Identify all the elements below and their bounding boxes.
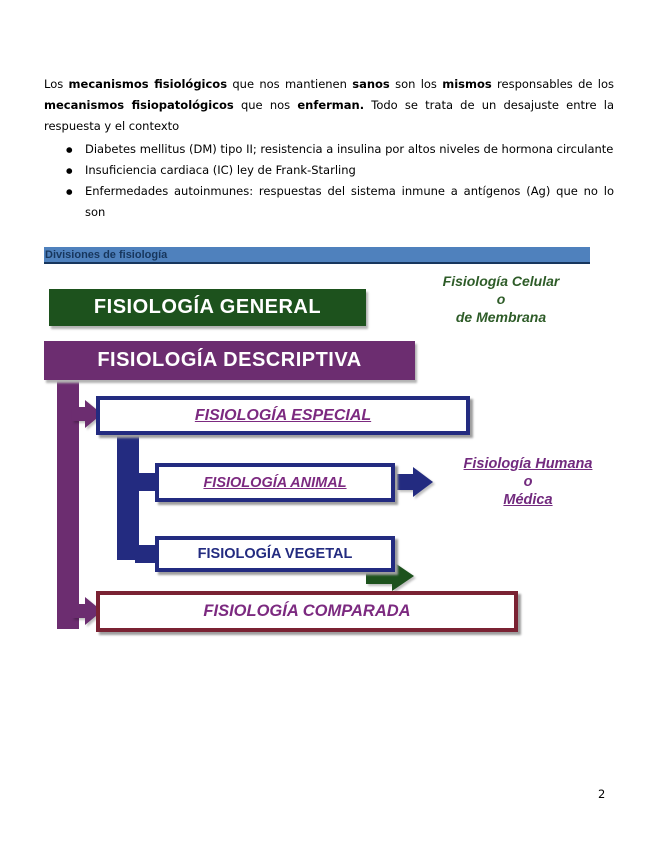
label-line: o bbox=[523, 474, 533, 490]
label-line: Médica bbox=[503, 492, 553, 508]
intro-bold-mecanismos-fisiologicos: mecanismos fisiológicos bbox=[68, 77, 228, 91]
section-heading-bar: Divisiones de fisiología bbox=[44, 247, 590, 264]
general-box: FISIOLOGÍA GENERAL bbox=[49, 289, 366, 326]
intro-bold-enferman: enferman. bbox=[297, 98, 365, 112]
bullet-list: Diabetes mellitus (DM) tipo II; resisten… bbox=[44, 139, 614, 223]
arrow-head bbox=[392, 561, 414, 591]
intro-bold-mismos: mismos bbox=[442, 77, 492, 91]
intro-text: Los bbox=[44, 77, 69, 91]
label-line: o bbox=[496, 291, 506, 307]
list-item: Enfermedades autoinmunes: respuestas del… bbox=[44, 181, 614, 223]
celular-membrana-label: Fisiología Celular o de Membrana bbox=[420, 272, 582, 326]
animal-branch-connector bbox=[135, 473, 159, 491]
navy-trunk-connector bbox=[117, 434, 139, 560]
intro-bold-sanos: sanos bbox=[352, 77, 390, 91]
animal-arrow-right-icon bbox=[397, 467, 433, 497]
label-line: Fisiología Humana bbox=[463, 456, 593, 472]
descriptiva-box: FISIOLOGÍA DESCRIPTIVA bbox=[44, 341, 415, 380]
arrow-body bbox=[397, 474, 413, 490]
arrow-head bbox=[413, 467, 433, 497]
vegetal-branch-connector bbox=[135, 545, 159, 563]
page-number: 2 bbox=[598, 787, 606, 801]
section-heading-label: Divisiones de fisiología bbox=[45, 248, 168, 261]
label-line: Fisiología Celular bbox=[442, 273, 560, 289]
intro-paragraph: Los mecanismos fisiológicos que nos mant… bbox=[44, 74, 614, 137]
arrow-body bbox=[72, 604, 85, 618]
intro-bold-fisiopatologicos: mecanismos fisiopatológicos bbox=[44, 98, 234, 112]
label-line: de Membrana bbox=[455, 309, 547, 325]
animal-box: FISIOLOGÍA ANIMAL bbox=[155, 463, 395, 502]
purple-trunk-connector bbox=[57, 379, 79, 629]
list-item: Diabetes mellitus (DM) tipo II; resisten… bbox=[44, 139, 614, 160]
physiology-divisions-diagram: FISIOLOGÍA GENERAL FISIOLOGÍA DESCRIPTIV… bbox=[0, 270, 655, 650]
especial-box: FISIOLOGÍA ESPECIAL bbox=[96, 396, 470, 435]
intro-text: que nos mantienen bbox=[227, 77, 353, 91]
arrow-body bbox=[366, 568, 392, 584]
general-arrow-right-icon bbox=[366, 561, 414, 591]
intro-text: Todo se trata de un desajuste entre la r… bbox=[44, 98, 615, 133]
humana-medica-label: Fisiología Humana o Médica bbox=[443, 455, 613, 509]
comparada-box: FISIOLOGÍA COMPARADA bbox=[96, 591, 518, 632]
intro-text: son los bbox=[389, 77, 443, 91]
list-item: Insuficiencia cardiaca (IC) ley de Frank… bbox=[44, 160, 614, 181]
intro-text: que nos bbox=[233, 98, 298, 112]
vegetal-box: FISIOLOGÍA VEGETAL bbox=[155, 536, 395, 572]
arrow-body bbox=[72, 407, 85, 421]
intro-text: responsables de los bbox=[491, 77, 615, 91]
